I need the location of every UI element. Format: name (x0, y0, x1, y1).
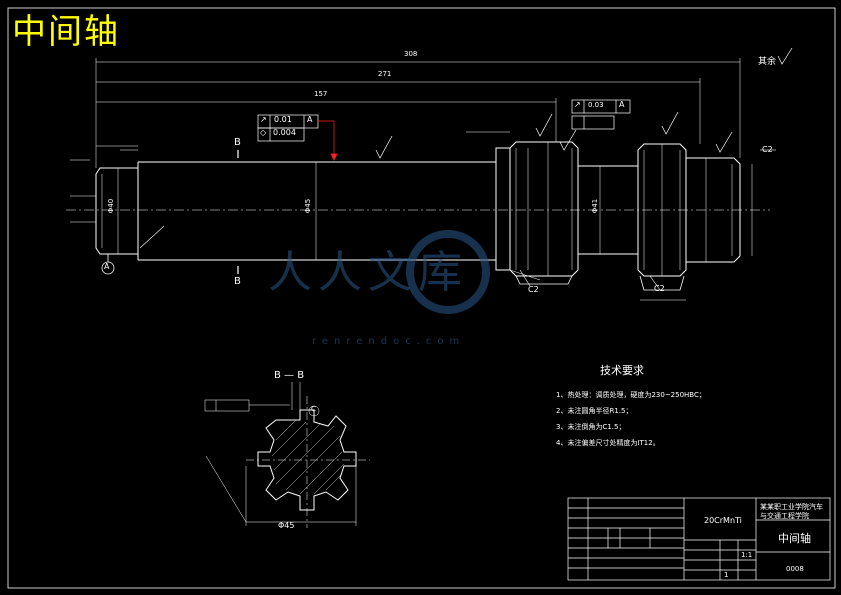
section-label-bottom: B (234, 276, 241, 287)
datum-a-marker (101, 254, 115, 275)
left-arrows (70, 149, 776, 223)
length-dimension-lines (95, 58, 741, 168)
tolerance-frame-1 (257, 114, 338, 161)
diameter-dimension-lines (117, 142, 753, 276)
tech-item-3: 3、未注倒角为C1.5； (556, 423, 626, 431)
drawing-border (7, 7, 836, 589)
tol2-symbol: ◇ (260, 128, 267, 137)
shaft-outline (95, 141, 741, 277)
chamfer-leaders (139, 225, 661, 291)
tol1-datum: A (307, 115, 313, 124)
drawing-title: 中间轴 (12, 12, 120, 52)
dim-overall-length: 308 (404, 50, 418, 58)
roughness-note: 其余 (758, 57, 777, 67)
dim-length-3: 157 (314, 90, 328, 98)
tol1-symbol: ↗ (260, 115, 267, 124)
title-block-sheet: 1 (724, 571, 729, 579)
detail-label: C (311, 405, 316, 413)
tech-item-1: 1、热处理：调质处理，硬度为230~250HBC； (556, 391, 706, 399)
watermark-text: 人人文库 (268, 247, 468, 298)
tech-item-4: 4、未注偏差尺寸处精度为IT12。 (556, 439, 660, 447)
title-block-material: 20CrMnTi (704, 516, 742, 525)
watermark-logo (406, 230, 490, 314)
tech-item-2: 2、未注圆角半径R1.5； (556, 407, 633, 415)
tol1-value: 0.01 (274, 115, 292, 124)
tech-requirements-title: 技术要求 (600, 364, 644, 377)
tolerance-frame-3 (571, 99, 631, 130)
tol2-value: 0.004 (273, 128, 296, 137)
chamfer-label-2: C2 (654, 284, 665, 293)
roughness-symbols (375, 47, 793, 159)
spline-hatching (271, 419, 345, 495)
dim-spline-dia: Φ45 (278, 521, 295, 530)
title-block-drawing-no: 0008 (786, 565, 804, 573)
tol3-value: 0.03 (588, 101, 604, 109)
title-block-part-name: 中间轴 (778, 532, 811, 545)
title-block-scale: 1:1 (741, 551, 753, 559)
chamfer-label-1: C2 (528, 285, 539, 294)
title-block-grid (567, 497, 831, 581)
spline-section-view (246, 396, 370, 528)
chamfer-label-3: C2 (762, 145, 773, 154)
section-label-top: B (234, 137, 241, 148)
gear-bottom-detail (509, 269, 686, 301)
dim-dia-shaft: Φ40 (107, 198, 116, 214)
title-block-school: 某某职工业学院汽车与交通工程学院 (760, 503, 823, 520)
dim-dia-41: Φ41 (591, 198, 600, 214)
spline-dimension-lines (204, 382, 357, 526)
dim-dia-main: Φ45 (304, 198, 313, 214)
dim-length-2: 271 (378, 70, 392, 78)
watermark-url: renrendoc.com (312, 336, 466, 347)
tol3-symbol: ↗ (574, 100, 581, 109)
datum-a-label: A (104, 262, 110, 271)
section-view-label: B — B (274, 370, 305, 381)
tol3-datum: A (619, 100, 625, 109)
